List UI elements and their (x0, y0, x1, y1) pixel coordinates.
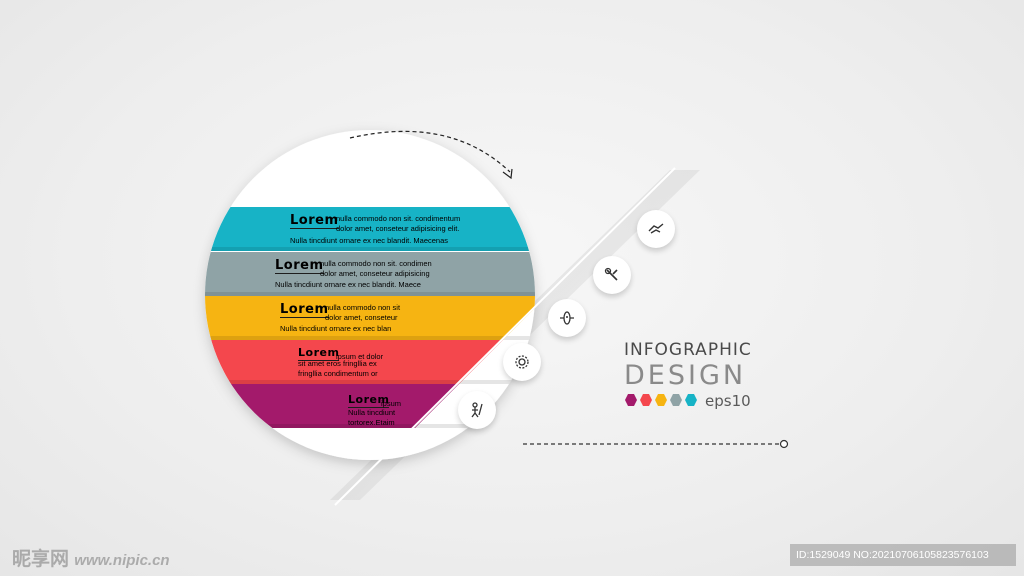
icon-circle-1 (637, 210, 675, 248)
arrow-head-icon (502, 168, 513, 180)
band-title: Lorem (280, 302, 329, 318)
band-line-1: nulla commodo non sit (325, 303, 401, 312)
watermark-brand: 昵享网 (12, 549, 70, 570)
band-line-1: nulla commodo non sit. condimen (320, 259, 432, 268)
watermark-url: www.nipic.cn (74, 552, 170, 569)
band-title: Lorem (290, 213, 339, 229)
title-design: DESIGN (624, 360, 747, 391)
hexagon-dot (655, 394, 667, 406)
icon-circle-2 (593, 256, 631, 294)
format-label: eps10 (705, 392, 751, 410)
icon-circle-4 (503, 343, 541, 381)
band-shade (205, 336, 535, 340)
watermark-id: ID:1529049 NO:20210706105823576103 (790, 544, 1016, 566)
band-line-2: sit amet eros fringllia ex (298, 359, 377, 368)
band-line-3: Nulla tincdiunt ornare ex nec blandit. M… (275, 280, 421, 289)
watermark-left: 昵享网 www.nipic.cn (12, 544, 170, 571)
band-line-2: dolor amet, conseteur (325, 312, 398, 322)
diagonal-edge (334, 167, 676, 506)
hexagon-dot (640, 394, 652, 406)
band-title: Lorem (298, 346, 340, 361)
hexagon-dot (685, 394, 697, 406)
band-line-2: dolor amet, conseteur adipisicing (320, 268, 430, 278)
band-shade (205, 424, 535, 428)
gear-icon (515, 355, 529, 369)
band-title: Lorem (275, 258, 324, 274)
band-shade (205, 292, 535, 296)
band-3 (205, 296, 535, 340)
band-line-2: Nulla tincdiunt (348, 408, 396, 417)
line-end-dot (779, 439, 789, 449)
icon-circle-5 (458, 391, 496, 429)
dashed-arc-arrow (349, 130, 511, 173)
hexagon-dot (625, 394, 637, 406)
icon-circle-3 (548, 299, 586, 337)
tools-icon (604, 267, 618, 281)
person-icon (471, 402, 483, 418)
band-shade (205, 380, 535, 384)
band-line-1: ipsum (381, 399, 402, 408)
band-line-3: fringllia condimentum or (298, 368, 378, 378)
band-4 (205, 340, 503, 384)
bands-group (205, 207, 535, 428)
band-line-3: Nulla tincdiunt ornare ex nec blan (280, 324, 392, 333)
hexagon-dot (670, 394, 682, 406)
band-line-2: dolor amet, conseteur adipisicing elit. (336, 223, 460, 233)
band-2 (205, 252, 535, 296)
band-line-3: Nulla tincdiunt ornare ex nec blandit. M… (290, 236, 449, 245)
rocket-icon (560, 311, 574, 325)
title-infographic: INFOGRAPHIC (624, 340, 752, 360)
band-line-1: ipsum et dolor (336, 352, 384, 361)
band-title: Lorem (348, 393, 390, 408)
band-shade (205, 247, 535, 251)
band-line-1: nulla commodo non sit. condimentum (336, 214, 461, 223)
handshake-icon (648, 223, 664, 234)
band-line-3: tortorex.Etaim (348, 417, 395, 427)
